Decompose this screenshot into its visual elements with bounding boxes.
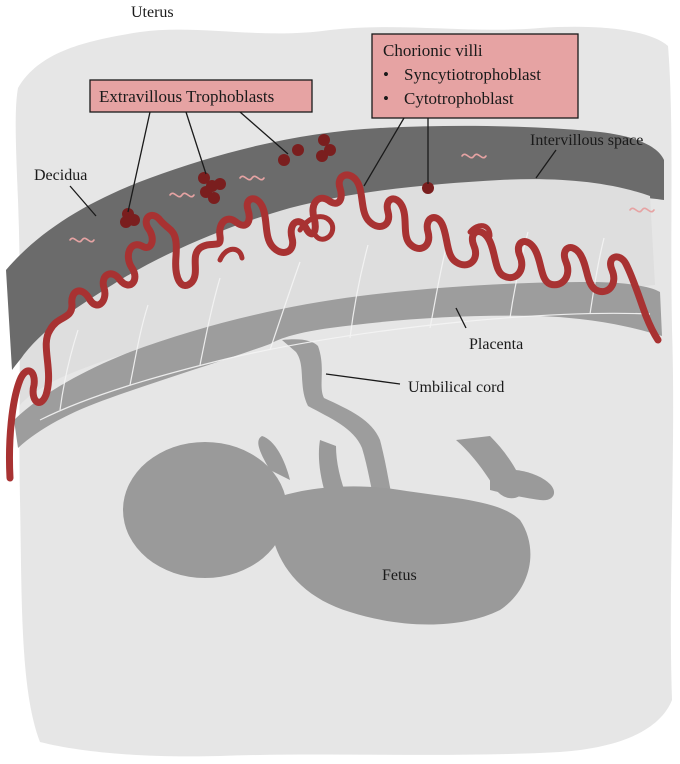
leader-extravillous-2: [185, 111, 207, 175]
villous-tufts: [217, 214, 493, 263]
label-fetus: Fetus: [382, 567, 417, 584]
fetus-head: [123, 442, 287, 578]
fetus-leg-lower: [490, 469, 555, 501]
leader-extravillous-3: [239, 111, 289, 155]
fetus-body: [270, 486, 531, 625]
chorionic-villi-outline: [6, 171, 662, 482]
trophoblast-cell: [316, 150, 328, 162]
trophoblast-cell: [208, 192, 220, 204]
label-placenta: Placenta: [469, 336, 523, 353]
extravillous-box-frame: [89, 79, 313, 113]
chorionic-box-bullet-1: •: [383, 65, 389, 84]
trophoblast-cell: [318, 134, 330, 146]
chorionic-box-title: Chorionic villi: [383, 41, 483, 60]
label-uterus: Uterus: [131, 4, 174, 21]
extravillous-box-title: Extravillous Trophoblasts: [99, 87, 274, 106]
fetus-arm-right: [318, 440, 348, 508]
leader-chorionic-1: [363, 117, 405, 187]
chorionic-box-item-2: Cytotrophoblast: [404, 89, 514, 108]
leader-intervillous: [535, 149, 557, 179]
label-umbilical-cord: Umbilical cord: [408, 379, 504, 396]
umbilical-cord: [282, 339, 398, 526]
trophoblast-cell: [278, 154, 290, 166]
chorionic-villi-box: Chorionic villi • Syncytiotrophoblast • …: [371, 33, 579, 119]
leader-decidua: [69, 185, 97, 217]
leader-lines: [69, 111, 557, 385]
chorionic-box-item-1: Syncytiotrophoblast: [404, 65, 541, 84]
chorionic-box-bullet-2: •: [383, 89, 389, 108]
label-intervillous-space: Intervillous space: [530, 132, 643, 149]
placenta-layer: [14, 282, 662, 448]
extravillous-trophoblast-cells: [120, 134, 434, 228]
chorionic-box-frame: [371, 33, 579, 119]
label-decidua: Decidua: [34, 167, 87, 184]
leader-extravillous-1: [127, 111, 151, 213]
trophoblast-cell: [422, 182, 434, 194]
fetus-arm-left: [258, 436, 290, 480]
intervillous-space-region: [20, 179, 655, 405]
trophoblast-cell: [198, 172, 210, 184]
leader-umbilical-cord: [325, 373, 401, 385]
trophoblast-cell: [122, 208, 134, 220]
fetus-silhouette: [123, 436, 555, 625]
trophoblast-cell: [292, 144, 304, 156]
extravillous-trophoblasts-box: Extravillous Trophoblasts: [89, 79, 313, 113]
leader-placenta: [455, 307, 467, 329]
trophoblast-cell: [214, 178, 226, 190]
maternal-blood-squiggles: [69, 153, 655, 243]
